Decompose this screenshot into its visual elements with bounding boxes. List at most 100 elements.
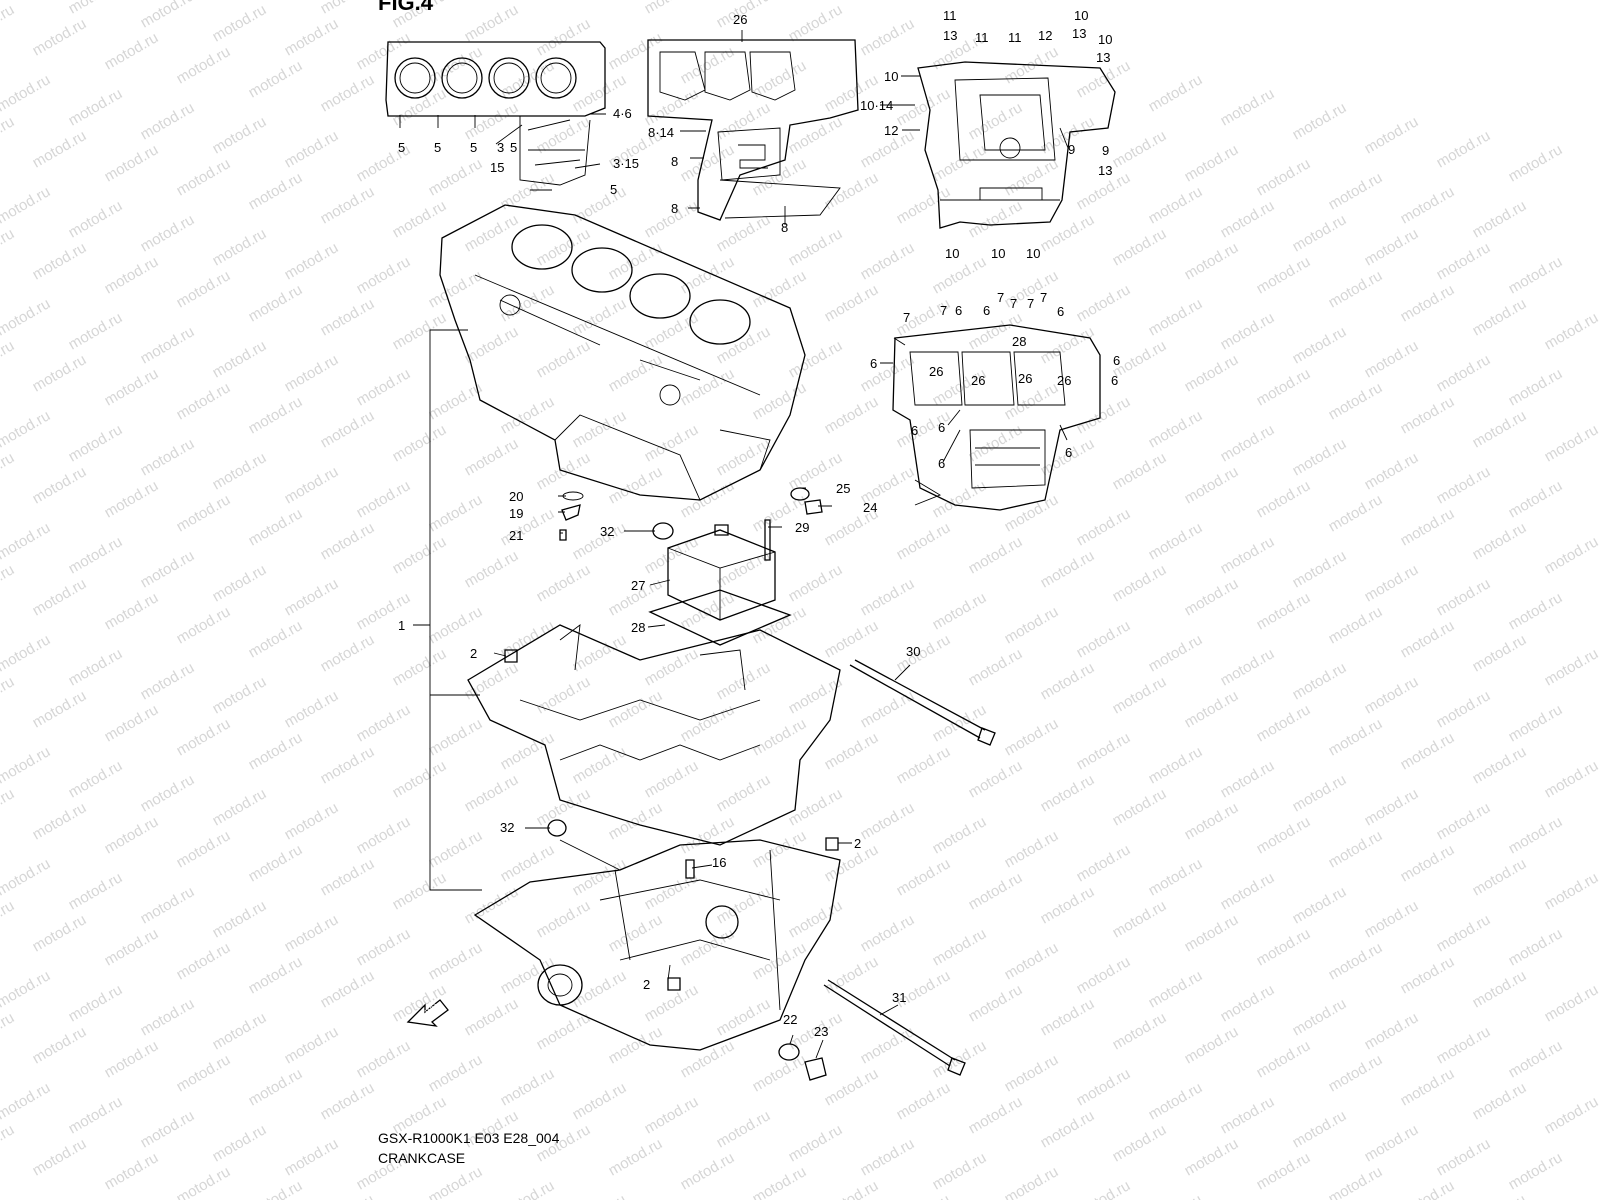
watermark-text: motod.ru xyxy=(606,239,666,283)
watermark-text: motod.ru xyxy=(0,967,53,1011)
watermark-text: motod.ru xyxy=(822,281,882,325)
watermark-text: motod.ru xyxy=(1254,1037,1314,1081)
watermark-text: motod.ru xyxy=(174,491,234,535)
watermark-text: motod.ru xyxy=(0,519,53,563)
watermark-text: motod.ru xyxy=(1470,855,1530,899)
watermark-text: motod.ru xyxy=(966,197,1026,241)
watermark-text: motod.ru xyxy=(1470,967,1530,1011)
watermark-text: motod.ru xyxy=(1542,421,1600,465)
watermark-text: motod.ru xyxy=(534,561,594,605)
watermark-text: motod.ru xyxy=(462,995,522,1039)
watermark-text: motod.ru xyxy=(966,869,1026,913)
watermark-text: motod.ru xyxy=(210,449,270,493)
callout-6: 6 xyxy=(983,303,990,318)
watermark-text: motod.ru xyxy=(1434,239,1494,283)
watermark-text: motod.ru xyxy=(822,393,882,437)
callout-13: 13 xyxy=(1096,50,1110,65)
watermark-text: motod.ru xyxy=(1362,897,1422,941)
watermark-text: motod.ru xyxy=(390,85,450,129)
watermark-text: motod.ru xyxy=(1254,589,1314,633)
watermark-text: motod.ru xyxy=(1218,981,1278,1025)
callout-9: 9 xyxy=(1068,142,1075,157)
watermark-text: motod.ru xyxy=(1002,491,1062,535)
watermark-text: motod.ru xyxy=(1002,715,1062,759)
watermark-text: motod.ru xyxy=(1254,253,1314,297)
watermark-text: motod.ru xyxy=(102,589,162,633)
watermark-text: motod.ru xyxy=(30,1135,90,1179)
watermark-text: motod.ru xyxy=(498,57,558,101)
watermark-text: motod.ru xyxy=(1038,547,1098,591)
watermark-text: motod.ru xyxy=(1290,435,1350,479)
watermark-text: motod.ru xyxy=(1110,673,1170,717)
watermark-text: motod.ru xyxy=(66,645,126,689)
watermark-text: motod.ru xyxy=(1002,1051,1062,1095)
watermark-text: motod.ru xyxy=(1470,1079,1530,1123)
watermark-text: motod.ru xyxy=(678,701,738,745)
watermark-text: motod.ru xyxy=(714,883,774,927)
watermark-text: motod.ru xyxy=(246,617,306,661)
watermark-text: motod.ru xyxy=(0,561,17,605)
watermark-text: motod.ru xyxy=(1146,407,1206,451)
watermark-text: motod.ru xyxy=(1146,519,1206,563)
watermark-text: motod.ru xyxy=(858,1135,918,1179)
callout-19: 19 xyxy=(509,506,523,521)
watermark-text: motod.ru xyxy=(606,351,666,395)
watermark-text: motod.ru xyxy=(750,1051,810,1095)
callout-7: 7 xyxy=(940,303,947,318)
callout-12: 12 xyxy=(1038,28,1052,43)
watermark-text: motod.ru xyxy=(750,1163,810,1200)
middle-crankcase xyxy=(467,624,841,846)
watermark-text: motod.ru xyxy=(786,785,846,829)
watermark-text: motod.ru xyxy=(858,911,918,955)
watermark-text: motod.ru xyxy=(714,1107,774,1151)
watermark-text: motod.ru xyxy=(0,785,17,829)
watermark-text: motod.ru xyxy=(1002,827,1062,871)
watermark-text: motod.ru xyxy=(1542,533,1600,577)
callout-11: 11 xyxy=(975,30,989,45)
watermark-text: motod.ru xyxy=(786,1,846,45)
watermark-text: motod.ru xyxy=(534,113,594,157)
watermark-text: motod.ru xyxy=(1146,855,1206,899)
watermark-text: motod.ru xyxy=(390,645,450,689)
watermark-text: motod.ru xyxy=(138,99,198,143)
watermark-text: motod.ru xyxy=(606,29,666,73)
watermark-text: motod.ru xyxy=(1110,785,1170,829)
watermark-text: motod.ru xyxy=(1074,505,1134,549)
watermark-text: motod.ru xyxy=(66,309,126,353)
watermark-text: motod.ru xyxy=(30,687,90,731)
lower-crankcase-bottom-view xyxy=(892,324,1101,511)
watermark-text: motod.ru xyxy=(1110,449,1170,493)
watermark-text: motod.ru xyxy=(282,15,342,59)
watermark-text: motod.ru xyxy=(246,1065,306,1109)
watermark-text: motod.ru xyxy=(66,197,126,241)
watermark-text: motod.ru xyxy=(714,547,774,591)
watermark-text: motod.ru xyxy=(390,869,450,913)
watermark-text: motod.ru xyxy=(1398,183,1458,227)
watermark-text: motod.ru xyxy=(534,15,594,59)
watermark-text: motod.ru xyxy=(102,701,162,745)
watermark-text: motod.ru xyxy=(498,729,558,773)
callout-30: 30 xyxy=(906,644,920,659)
watermark-text: motod.ru xyxy=(894,631,954,675)
callout-28: 28 xyxy=(631,620,645,635)
watermark-text: motod.ru xyxy=(750,939,810,983)
watermark-text: motod.ru xyxy=(498,841,558,885)
watermark-text: motod.ru xyxy=(102,477,162,521)
watermark-text: motod.ru xyxy=(1398,617,1458,661)
callout-8: 8 xyxy=(671,201,678,216)
watermark-text: motod.ru xyxy=(822,1177,882,1200)
watermark-text: motod.ru xyxy=(138,0,198,31)
callout-7: 7 xyxy=(1027,296,1034,311)
watermark-text: motod.ru xyxy=(534,897,594,941)
watermark-text: motod.ru xyxy=(390,309,450,353)
callout-10: 10 xyxy=(945,246,959,261)
watermark-text: motod.ru xyxy=(570,183,630,227)
watermark-text: motod.ru xyxy=(318,0,378,17)
watermark-text: motod.ru xyxy=(858,351,918,395)
watermark-text: motod.ru xyxy=(426,603,486,647)
watermark-text: motod.ru xyxy=(1182,1023,1242,1067)
watermark-text: motod.ru xyxy=(1038,323,1098,367)
watermark-text: motod.ru xyxy=(1146,967,1206,1011)
callout-6: 6 xyxy=(938,420,945,435)
watermark-text: motod.ru xyxy=(0,225,17,269)
